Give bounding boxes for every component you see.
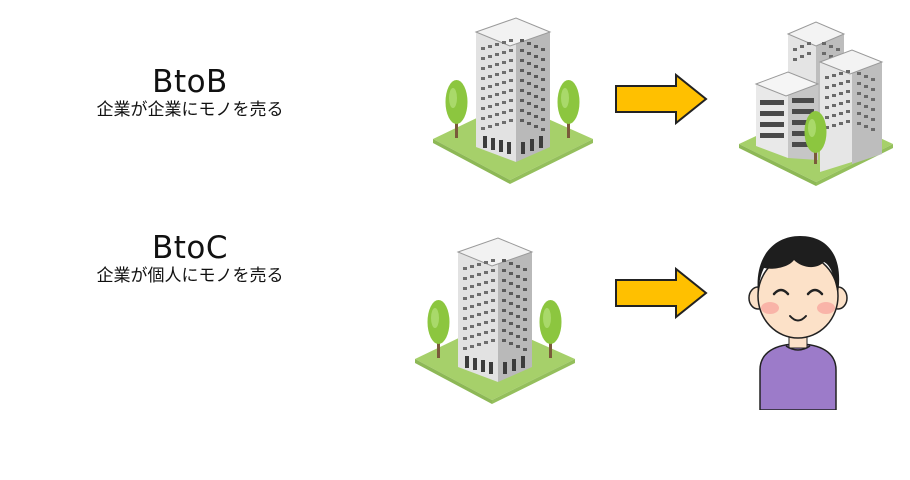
office-building-icon <box>414 237 576 405</box>
right-arrow-icon <box>615 266 708 320</box>
btoc-subtitle: 企業が個人にモノを売る <box>96 266 284 286</box>
person-icon <box>748 236 848 410</box>
btoc-title: BtoC <box>151 230 229 266</box>
btoc-label-block: BtoC 企業が個人にモノを売る <box>40 230 340 287</box>
office-buildings-cluster-icon <box>739 21 893 186</box>
btob-label-block: BtoB 企業が企業にモノを売る <box>40 64 340 121</box>
btob-title: BtoB <box>152 64 228 100</box>
office-building-icon <box>432 17 594 185</box>
btob-subtitle: 企業が企業にモノを売る <box>96 100 284 120</box>
right-arrow-icon <box>615 72 708 126</box>
